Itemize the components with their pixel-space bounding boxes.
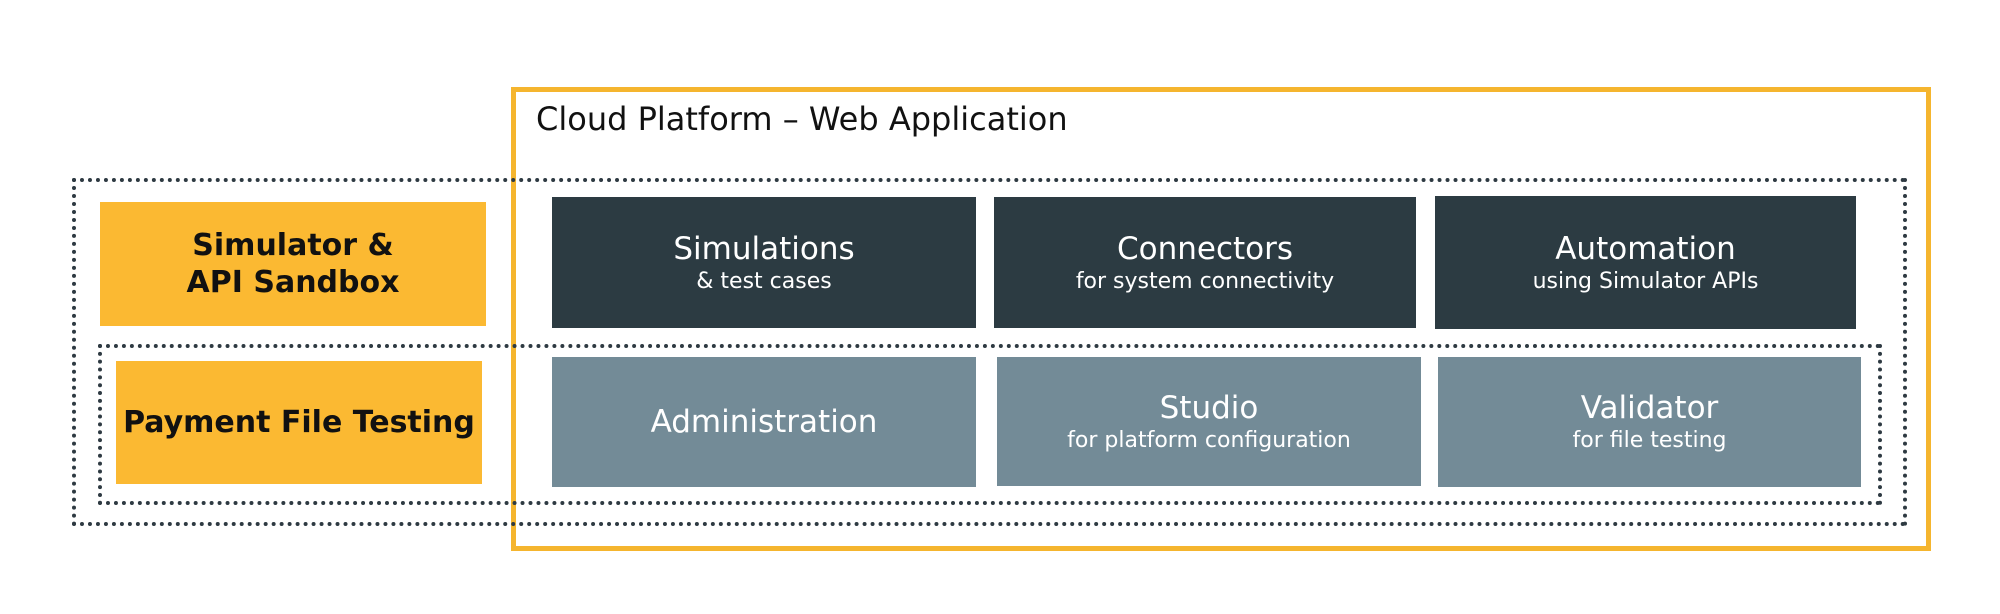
automation-title: Automation [1555, 230, 1736, 267]
automation-subtitle: using Simulator APIs [1532, 268, 1759, 294]
sandbox-group-label-text: Simulator & API Sandbox [186, 228, 400, 300]
payment-group-frame [98, 344, 1882, 505]
administration-module: Administration [552, 357, 976, 487]
administration-title: Administration [650, 404, 878, 440]
studio-module: Studio for platform configuration [997, 357, 1421, 486]
simulations-title: Simulations [673, 230, 855, 267]
simulations-module: Simulations & test cases [552, 197, 976, 328]
sandbox-group-frame [72, 178, 1907, 526]
connectors-title: Connectors [1116, 230, 1294, 267]
cloud-platform-title: Cloud Platform – Web Application [536, 100, 1068, 138]
validator-subtitle: for file testing [1572, 428, 1727, 453]
cloud-platform-frame [511, 87, 1931, 551]
sandbox-group-label: Simulator & API Sandbox [100, 202, 486, 326]
connectors-subtitle: for system connectivity [1075, 268, 1335, 294]
validator-title: Validator [1580, 390, 1719, 426]
simulations-subtitle: & test cases [696, 268, 832, 294]
studio-subtitle: for platform configuration [1067, 427, 1351, 453]
payment-group-label: Payment File Testing [116, 361, 482, 484]
automation-module: Automation using Simulator APIs [1435, 196, 1856, 329]
payment-group-label-text: Payment File Testing [123, 405, 475, 440]
validator-module: Validator for file testing [1438, 357, 1861, 487]
studio-title: Studio [1159, 389, 1259, 426]
connectors-module: Connectors for system connectivity [994, 197, 1416, 328]
